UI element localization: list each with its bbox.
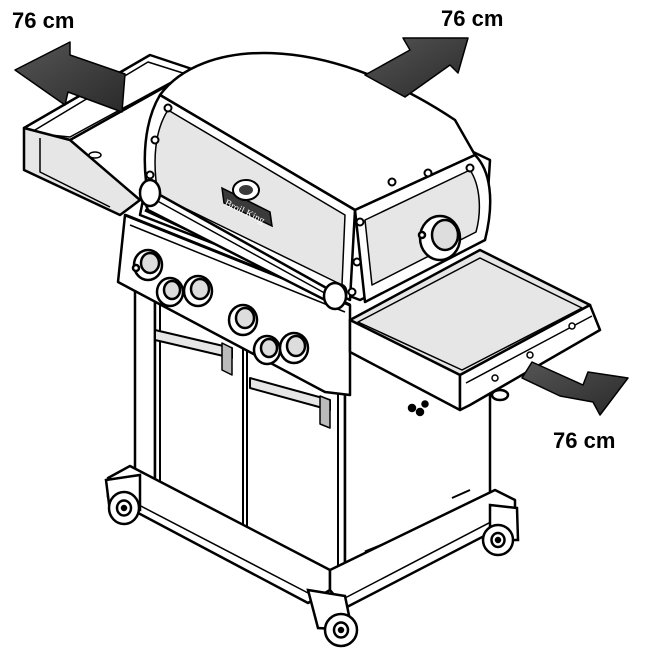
clearance-arrow-icon [364, 37, 469, 98]
right-side-shelf [348, 248, 602, 412]
control-knob-icon [182, 274, 214, 308]
caster-wheel-front-left [104, 473, 142, 526]
caster-wheel-front-right [306, 588, 359, 648]
lid-rivets [145, 103, 475, 297]
clearance-label-right: 76 cm [553, 428, 616, 453]
caster-wheel-back-right [481, 503, 520, 557]
clearance-label-rear: 76 cm [441, 6, 504, 31]
control-knob-icon [252, 334, 282, 366]
clearance-arrow-icon [521, 361, 629, 416]
control-knob-icon [155, 276, 185, 308]
clearance-arrow-icon [14, 41, 126, 113]
control-knobs [131, 248, 310, 366]
control-knob-icon [278, 331, 310, 365]
lid-handle [138, 178, 348, 311]
control-knob-icon [131, 248, 164, 282]
control-knob-icon [227, 303, 259, 337]
temperature-gauge-icon [417, 214, 462, 262]
clearance-label-left: 76 cm [12, 8, 75, 33]
